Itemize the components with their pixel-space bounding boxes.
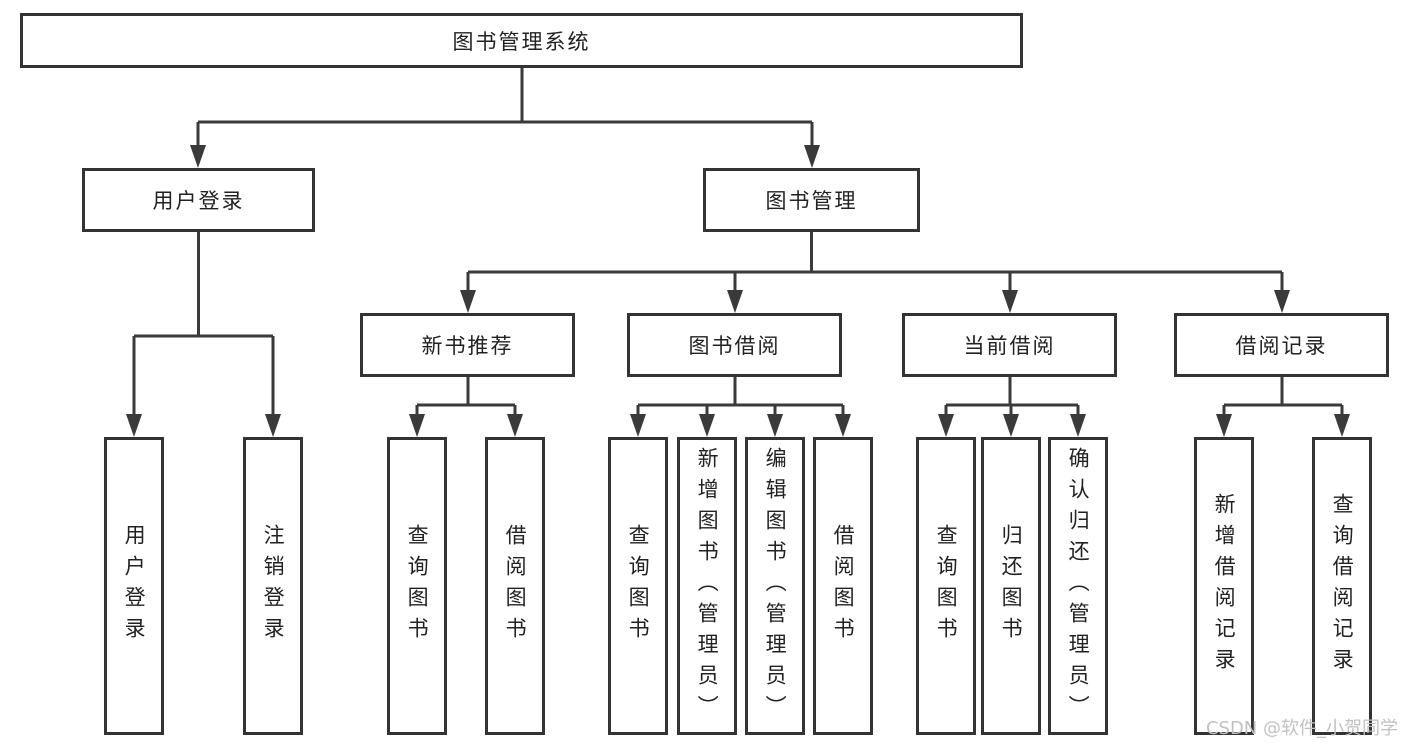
leaf-current-query-books-label: 查询图书 [934, 524, 959, 648]
leaf-borrow-add-books-admin: 新增图书（管理员） [677, 437, 737, 735]
leaf-borrow-borrow-books-label: 借阅图书 [831, 524, 856, 648]
leaf-recommend-query-books: 查询图书 [387, 437, 447, 735]
leaf-borrow-query-books-label: 查询图书 [626, 524, 651, 648]
node-borrow-records: 借阅记录 [1174, 313, 1389, 377]
leaf-records-query-record-label: 查询借阅记录 [1330, 493, 1355, 679]
node-current-borrow: 当前借阅 [902, 313, 1117, 377]
leaf-records-add-record: 新增借阅记录 [1194, 437, 1254, 735]
leaf-recommend-borrow-books: 借阅图书 [485, 437, 545, 735]
leaf-current-query-books: 查询图书 [916, 437, 976, 735]
leaf-recommend-borrow-books-label: 借阅图书 [503, 524, 528, 648]
leaf-records-add-record-label: 新增借阅记录 [1212, 493, 1237, 679]
node-book-borrow: 图书借阅 [627, 313, 842, 377]
csdn-watermark: CSDN @软件_小贺同学 [1205, 718, 1398, 739]
node-root: 图书管理系统 [20, 13, 1023, 68]
leaf-current-confirm-return-admin-label: 确认归还（管理员） [1066, 446, 1091, 726]
leaf-current-return-books-label: 归还图书 [999, 524, 1024, 648]
leaf-borrow-borrow-books: 借阅图书 [813, 437, 873, 735]
node-book-management: 图书管理 [703, 168, 920, 232]
leaf-current-confirm-return-admin: 确认归还（管理员） [1048, 437, 1108, 735]
node-new-book-recommend: 新书推荐 [360, 313, 575, 377]
leaf-logout: 注销登录 [243, 437, 303, 735]
leaf-borrow-query-books: 查询图书 [608, 437, 668, 735]
leaf-current-return-books: 归还图书 [981, 437, 1041, 735]
leaf-records-query-record: 查询借阅记录 [1312, 437, 1372, 735]
leaf-borrow-edit-books-admin: 编辑图书（管理员） [745, 437, 805, 735]
leaf-logout-label: 注销登录 [261, 524, 286, 648]
leaf-borrow-edit-books-admin-label: 编辑图书（管理员） [763, 446, 788, 726]
leaf-user-login: 用户登录 [104, 437, 164, 735]
leaf-recommend-query-books-label: 查询图书 [405, 524, 430, 648]
leaf-borrow-add-books-admin-label: 新增图书（管理员） [695, 446, 720, 726]
node-user-login: 用户登录 [82, 168, 315, 232]
leaf-user-login-label: 用户登录 [122, 524, 147, 648]
